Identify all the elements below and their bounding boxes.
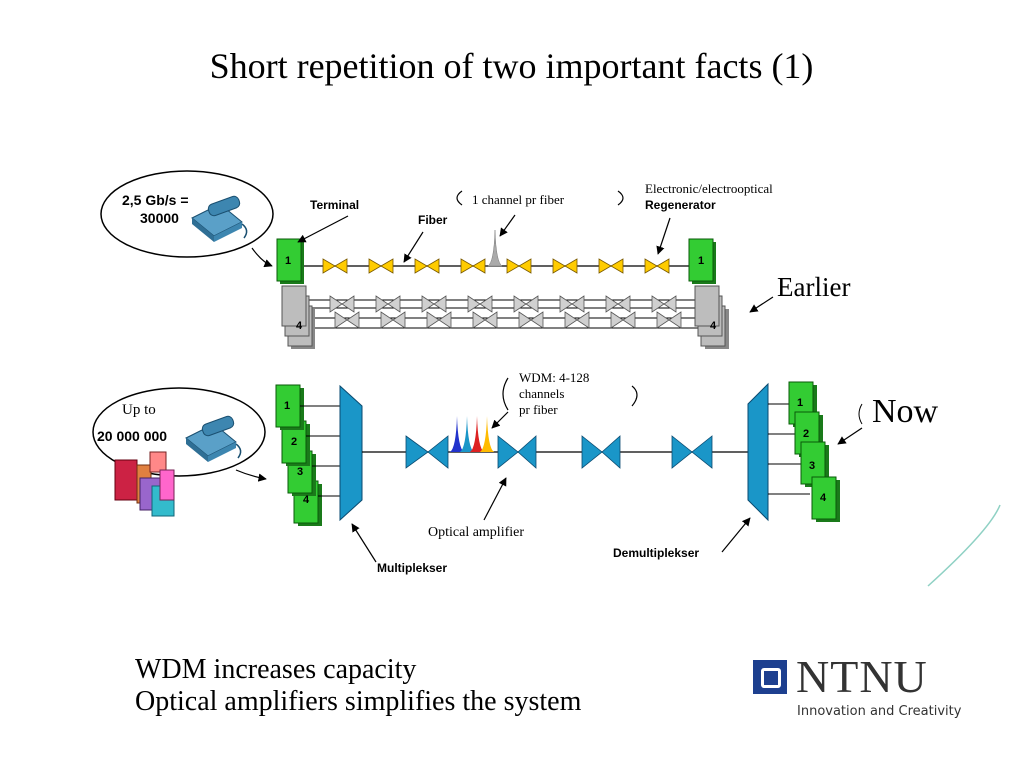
now-right-terminal-stack [788, 381, 840, 522]
regenerator-label-line1: Electronic/electrooptical [645, 181, 773, 196]
wdm-spectrum-icon [450, 416, 494, 452]
ntnu-logo-text: NTNU [796, 651, 928, 702]
earlier-right-stack-number: 4 [710, 320, 717, 332]
wdm-label-line1: WDM: 4-128 [519, 370, 590, 385]
demux-arrow [721, 517, 751, 553]
mux-input-lines [300, 405, 342, 497]
demultiplexer [747, 382, 769, 522]
earlier-right-terminal-number: 1 [698, 255, 705, 267]
now-callout-bracket [858, 403, 863, 425]
earlier-tag: Earlier [777, 272, 851, 302]
terminal-label: Terminal [310, 198, 360, 212]
multiplexer [339, 384, 363, 522]
earlier-capacity-bubble [100, 170, 274, 258]
earlier-left-terminal [276, 238, 304, 284]
earlier-parallel-fibers [305, 299, 700, 329]
bottom-line-1: WDM increases capacity [135, 654, 417, 685]
regenerator-label-line2: Regenerator [645, 198, 716, 212]
earlier-tag-arrow [749, 296, 774, 313]
telephone-icon [185, 415, 242, 462]
wdm-arrow [491, 411, 509, 429]
regenerator-arrow [656, 217, 671, 255]
amplifier-label: Optical amplifier [428, 525, 525, 540]
terminal-arrow [297, 215, 349, 243]
amplifier-arrow [483, 477, 507, 521]
now-capacity-line2: 20 000 000 [97, 428, 168, 444]
ntnu-logo-mark [753, 660, 787, 694]
telephone-icon [191, 195, 248, 242]
now-right-terminal-number-4: 4 [820, 492, 827, 504]
channel-callout-bracket [456, 190, 624, 206]
wdm-label-line3: pr fiber [519, 402, 558, 417]
now-link-arrow [235, 469, 267, 482]
buildings-icon [114, 451, 175, 517]
now-left-terminal-number-4: 4 [303, 494, 310, 506]
now-tag: Now [872, 393, 939, 430]
earlier-stacked-regenerators [329, 295, 682, 329]
mux-arrow [351, 523, 377, 563]
earlier-left-terminal-number: 1 [285, 255, 292, 267]
decorative-curve [927, 504, 1001, 587]
now-left-terminal-stack [275, 384, 322, 526]
ntnu-tagline: Innovation and Creativity [797, 704, 962, 719]
optical-amplifiers [405, 435, 713, 469]
earlier-capacity-line1: 2,5 Gb/s = [122, 192, 189, 208]
mux-label: Multiplekser [377, 561, 448, 575]
demux-label: Demultiplekser [613, 546, 700, 560]
now-capacity-line1: Up to [122, 402, 156, 418]
earlier-left-stack-number: 4 [296, 320, 303, 332]
channel-label: 1 channel pr fiber [472, 192, 565, 207]
fiber-arrow [403, 231, 424, 263]
channel-arrow [499, 214, 516, 237]
fiber-label: Fiber [418, 213, 448, 227]
earlier-regenerators [322, 258, 670, 274]
slide-title: Short repetition of two important facts … [209, 46, 814, 86]
earlier-capacity-line2: 30000 [140, 210, 179, 226]
now-left-terminal-number-3: 3 [297, 466, 304, 478]
demux-output-lines [768, 403, 810, 495]
earlier-right-terminal-stack [694, 285, 729, 349]
earlier-left-terminal-stack [281, 285, 315, 349]
bottom-line-2: Optical amplifiers simplifies the system [135, 686, 582, 717]
wdm-callout-bracket [502, 377, 638, 411]
now-left-terminal-number-1: 1 [284, 400, 291, 412]
earlier-right-terminal [688, 238, 716, 284]
now-right-terminal-number-1: 1 [797, 397, 804, 409]
now-right-terminal-number-3: 3 [809, 460, 816, 472]
earlier-link-arrow [251, 247, 273, 268]
wdm-label-line2: channels [519, 386, 565, 401]
now-tag-arrow [837, 427, 863, 445]
single-channel-peak-icon [487, 229, 503, 267]
now-left-terminal-number-2: 2 [291, 436, 298, 448]
now-right-terminal-number-2: 2 [803, 428, 810, 440]
